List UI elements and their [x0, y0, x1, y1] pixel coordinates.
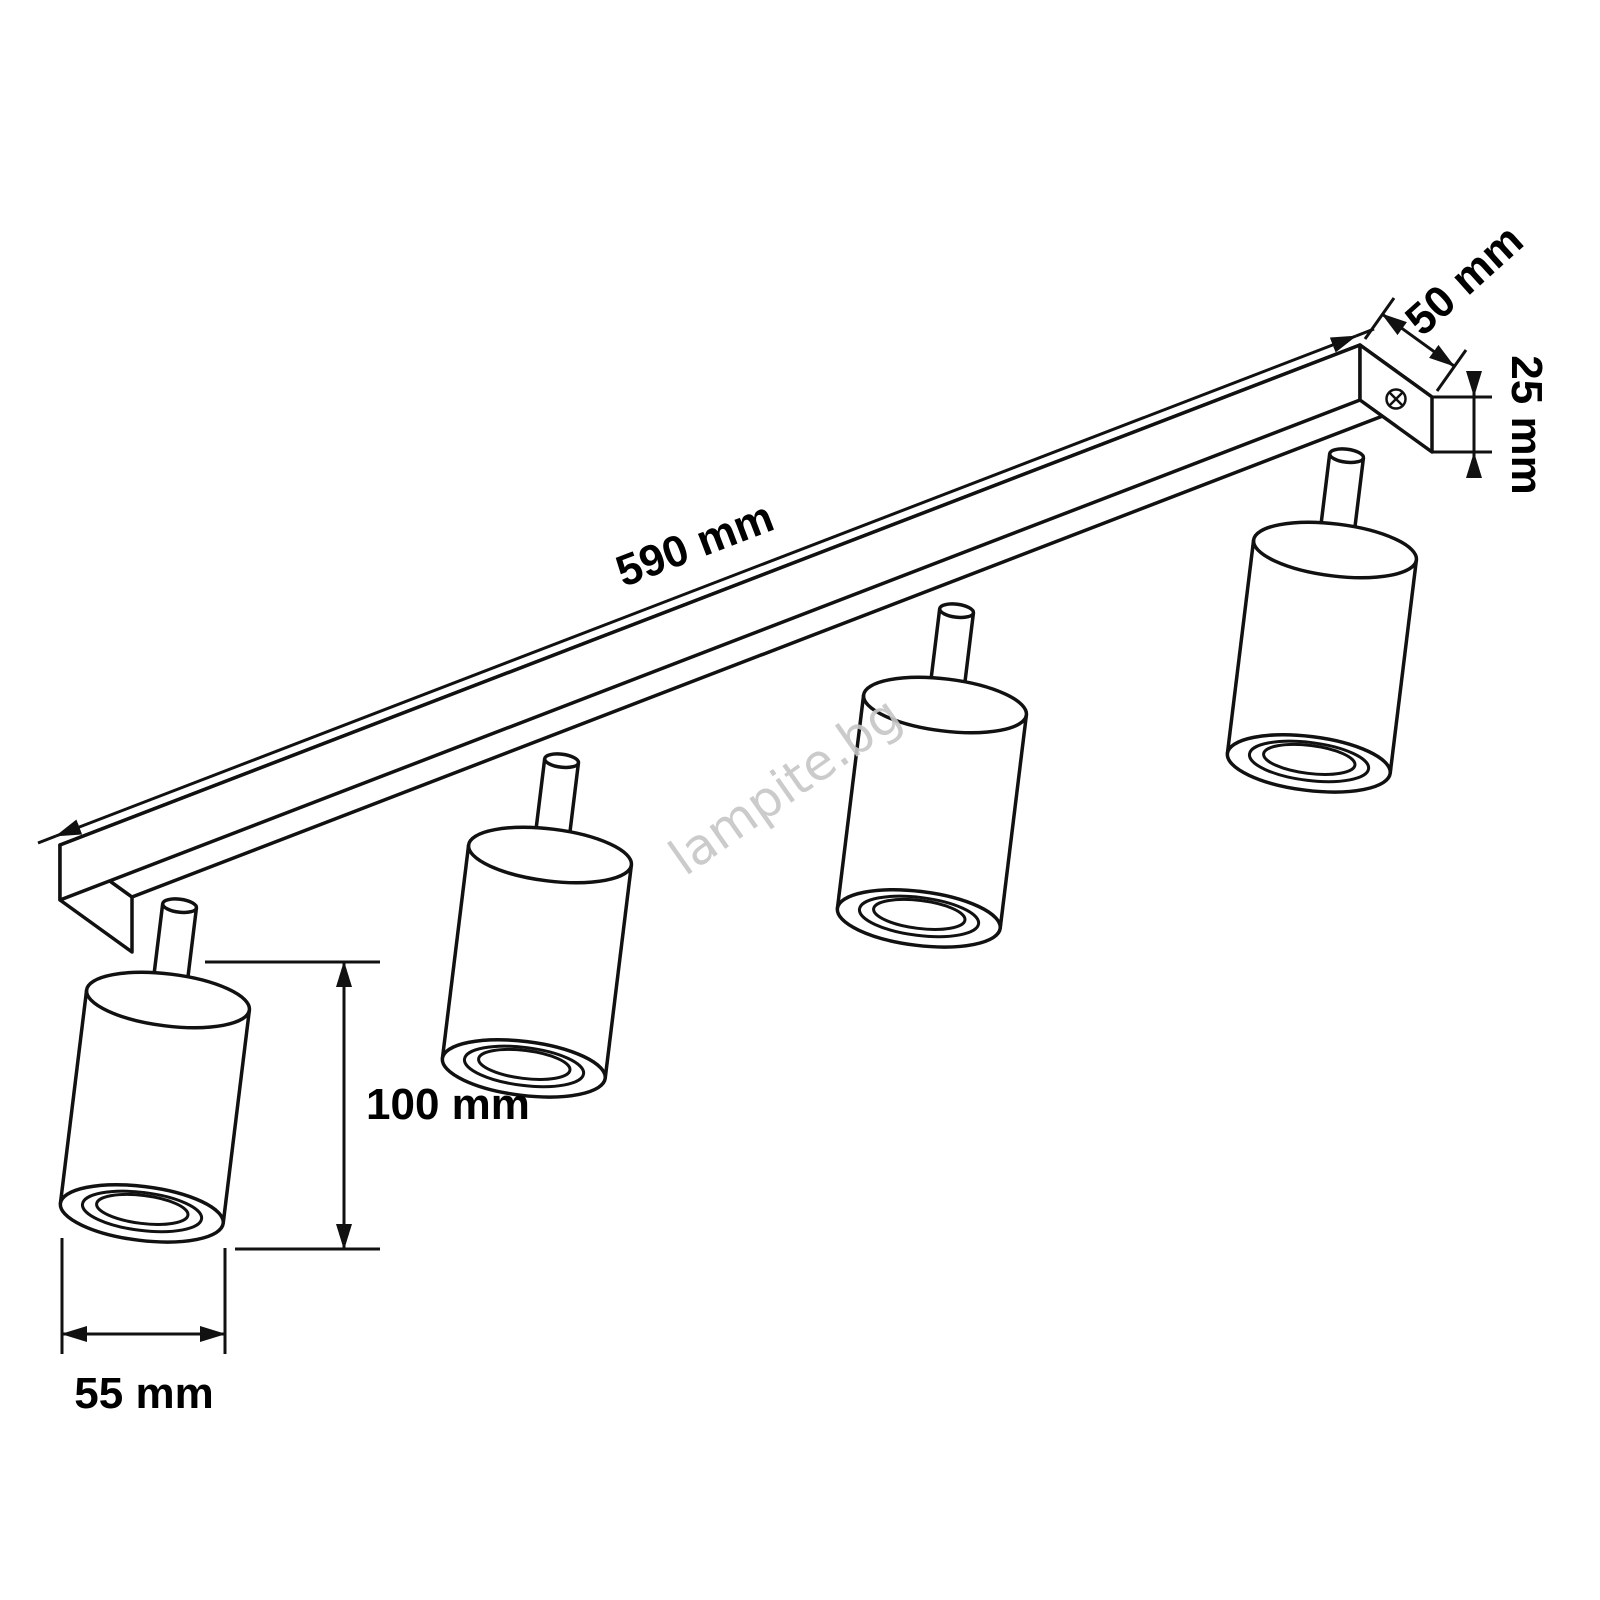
rail-height-label: 25 mm	[1502, 355, 1551, 494]
fixture-rail	[58, 343, 1434, 954]
spotlight-2	[437, 742, 646, 1107]
dimension-rail-height: 25 mm	[1432, 355, 1551, 495]
dimension-rail-length: 590 mm	[37, 327, 1375, 845]
spotlight-4	[1222, 437, 1431, 802]
rail-width-label: 50 mm	[1396, 215, 1532, 345]
spot-diameter-label: 55 mm	[74, 1369, 213, 1418]
spotlight-3	[832, 592, 1041, 957]
dimension-spot-height: 100 mm	[205, 960, 530, 1251]
spot-height-label: 100 mm	[366, 1080, 530, 1129]
dimension-spot-diameter: 55 mm	[60, 1238, 227, 1418]
spotlight-1	[55, 887, 264, 1252]
screw-icon	[1385, 388, 1407, 410]
